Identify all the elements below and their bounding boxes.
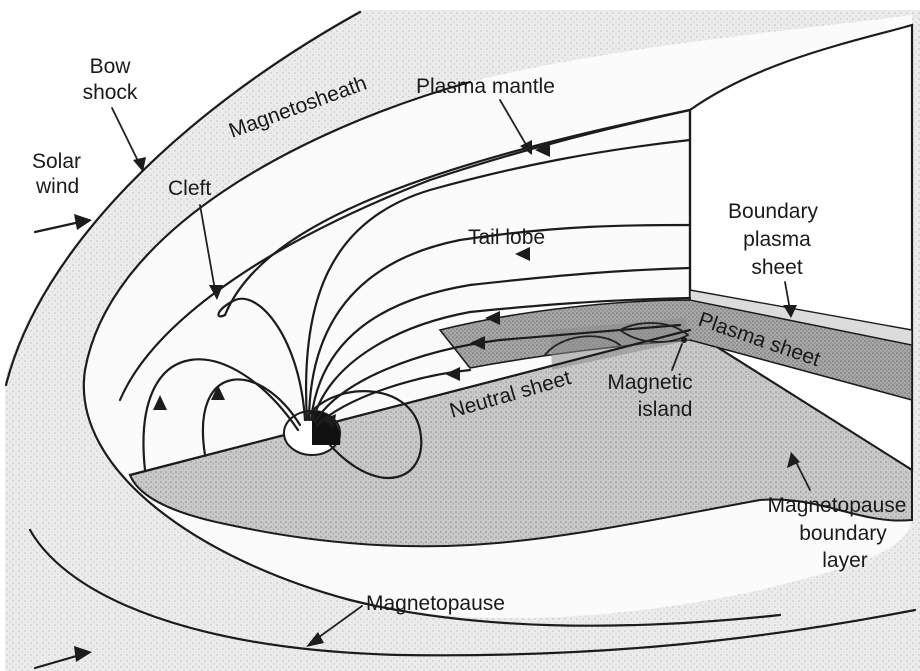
- svg-text:Plasma mantle: Plasma mantle: [416, 75, 555, 98]
- label-tail-lobe: Tail lobe: [468, 226, 545, 249]
- svg-text:Magnetopause: Magnetopause: [366, 592, 505, 615]
- label-solar-wind: Solar wind: [32, 150, 81, 198]
- svg-text:Solar: Solar: [32, 150, 81, 173]
- svg-text:island: island: [638, 398, 693, 421]
- svg-text:Boundary: Boundary: [728, 200, 818, 223]
- svg-text:Bow: Bow: [90, 55, 132, 78]
- svg-text:layer: layer: [822, 549, 868, 572]
- svg-text:shock: shock: [83, 81, 138, 104]
- svg-text:boundary: boundary: [799, 522, 887, 545]
- svg-text:Magnetic: Magnetic: [607, 371, 692, 394]
- svg-text:plasma: plasma: [743, 228, 811, 251]
- svg-text:wind: wind: [35, 175, 79, 198]
- svg-text:Cleft: Cleft: [168, 177, 211, 200]
- label-bow-shock: Bow shock: [83, 55, 146, 172]
- svg-text:sheet: sheet: [751, 256, 803, 279]
- svg-text:Magnetopause: Magnetopause: [768, 494, 907, 517]
